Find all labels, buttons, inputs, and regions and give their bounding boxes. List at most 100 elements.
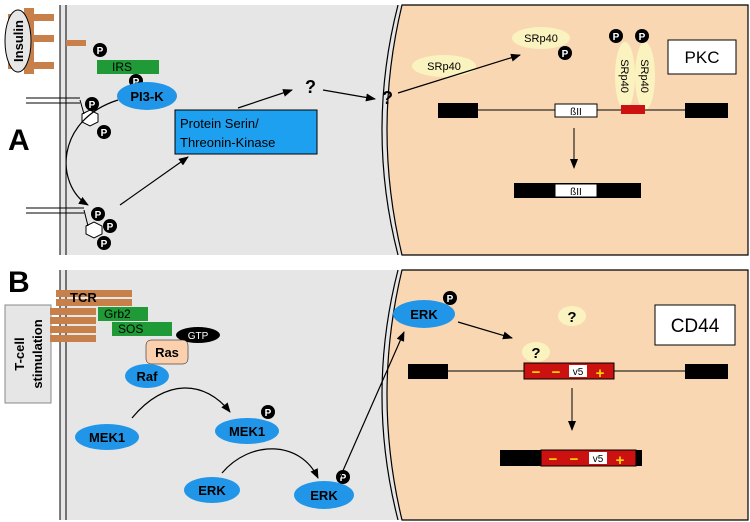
lipid-link [79,99,85,115]
srp40-node [412,55,476,77]
lipid-to-kinase-arrow [119,156,189,206]
phospho-label: P [639,32,646,43]
phospho-badge [261,405,275,419]
mek1-node [75,424,139,450]
panel-a-nucleus [386,4,749,256]
unknown-step-marker: ? [382,88,393,108]
phospho-badge [609,29,623,43]
srp40-bound-label: SRp40 [638,59,650,93]
srp40-phosphorylation-arrow [397,53,521,94]
sos-label: SOS [118,322,143,336]
pi3k-label: PI3-K [130,89,164,104]
kinase-label-line1: Protein Serin/ [180,116,259,131]
kinase-label-line2: Threonin-Kinase [180,135,275,150]
gene-label-box [667,39,737,75]
beta-ii-exon [554,103,598,118]
raf-node [125,364,169,388]
v5-exon-core [569,365,587,377]
phospho-label: P [101,128,108,139]
srp40-label: SRp40 [524,33,558,45]
grb2-label: Grb2 [104,307,131,321]
erk-node [184,477,240,503]
panel-b-letter: B [8,266,30,299]
gene-label: CD44 [671,316,720,337]
tcr-bar [50,326,96,333]
srp40-bound-label: SRp40 [618,59,630,93]
tcr-bar [50,317,96,324]
erk-phospho-node [294,481,354,509]
grb2-box [98,307,148,321]
insulin-label: Insulin [11,20,26,62]
srp40-node [512,27,570,49]
phospho-label: P [265,408,272,419]
insulin-receptor-inner [66,40,86,46]
gtp-node [176,327,220,343]
unknown-step-marker: ? [305,77,316,97]
panel-a-letter: A [8,124,30,157]
question-to-nucleus-arrow [322,89,376,102]
v5-exon-core [589,452,607,464]
ras-label: Ras [155,345,179,360]
erk-label: ERK [198,483,226,498]
unknown-factor [522,342,550,362]
tcr-bar [50,308,96,315]
mek1-label: MEK1 [89,430,125,445]
phospho-badge [97,125,111,139]
phospho-badge [336,470,350,484]
phospho-badge [558,46,572,60]
tcell-label-line1: T-cell [12,337,27,370]
enhancer-element: + [596,365,605,382]
exon-block [685,364,728,379]
phospho-badge [635,29,649,43]
tcr-label: TCR [70,290,97,305]
inositol-ring [81,109,99,127]
silencer-element: − [532,364,541,381]
gene-label: PKC [685,48,720,67]
phospho-badge [85,97,99,111]
silencer-element: − [549,451,558,468]
tcell-label-line2: stimulation [30,319,45,388]
erk-nuclear-node [393,300,455,328]
tcr-bar [56,290,132,297]
panel-a-nuclear-envelope [381,4,399,256]
v5-label: v5 [593,454,604,465]
phospho-label: P [101,239,108,250]
erk-translocation-arrow [337,331,405,483]
v5-exon-spliced [540,449,637,467]
gene-label-box [654,304,736,346]
unknown-factor-label: ? [567,309,576,326]
srp40-label: SRp40 [427,61,461,73]
mek1-phospho-node [215,418,279,444]
sos-box [112,322,172,336]
raf-label: Raf [137,369,159,384]
ras-box [145,339,189,365]
beta-ii-label: ßII [570,107,582,118]
phospho-label: P [107,222,114,233]
panel-b: B T-cell stimulation TCR Grb2 SOS GTP Ra… [4,266,749,521]
srp40-bound [635,42,655,110]
phospho-label: P [97,46,104,57]
srp40-bound [615,42,635,110]
tcr-bar [50,335,96,342]
beta-ii-exon-spliced [554,183,598,198]
insulin-ligand [4,9,32,73]
phospho-badge [93,43,107,57]
phospho-label: P [89,100,96,111]
phospho-badge [443,291,457,305]
phospho-label: P [340,473,347,484]
lipid-link [83,209,89,227]
erk-to-factor-arrow [457,321,513,340]
conversion-arrow [65,99,119,206]
mek1-activates-erk-arrow [221,448,319,479]
phospho-badge [91,207,105,221]
irs-label: IRS [112,60,132,74]
inositol-ring [85,221,103,239]
enhancer-element: + [616,452,625,469]
irs-box [97,60,159,74]
panel-a: Insulin P IRS P PI3-K P P P P P A [4,4,749,256]
erk-label: ERK [310,488,338,503]
srp40-binding-site [621,105,645,114]
phospho-label: P [133,77,140,88]
silencer-element: − [570,451,579,468]
